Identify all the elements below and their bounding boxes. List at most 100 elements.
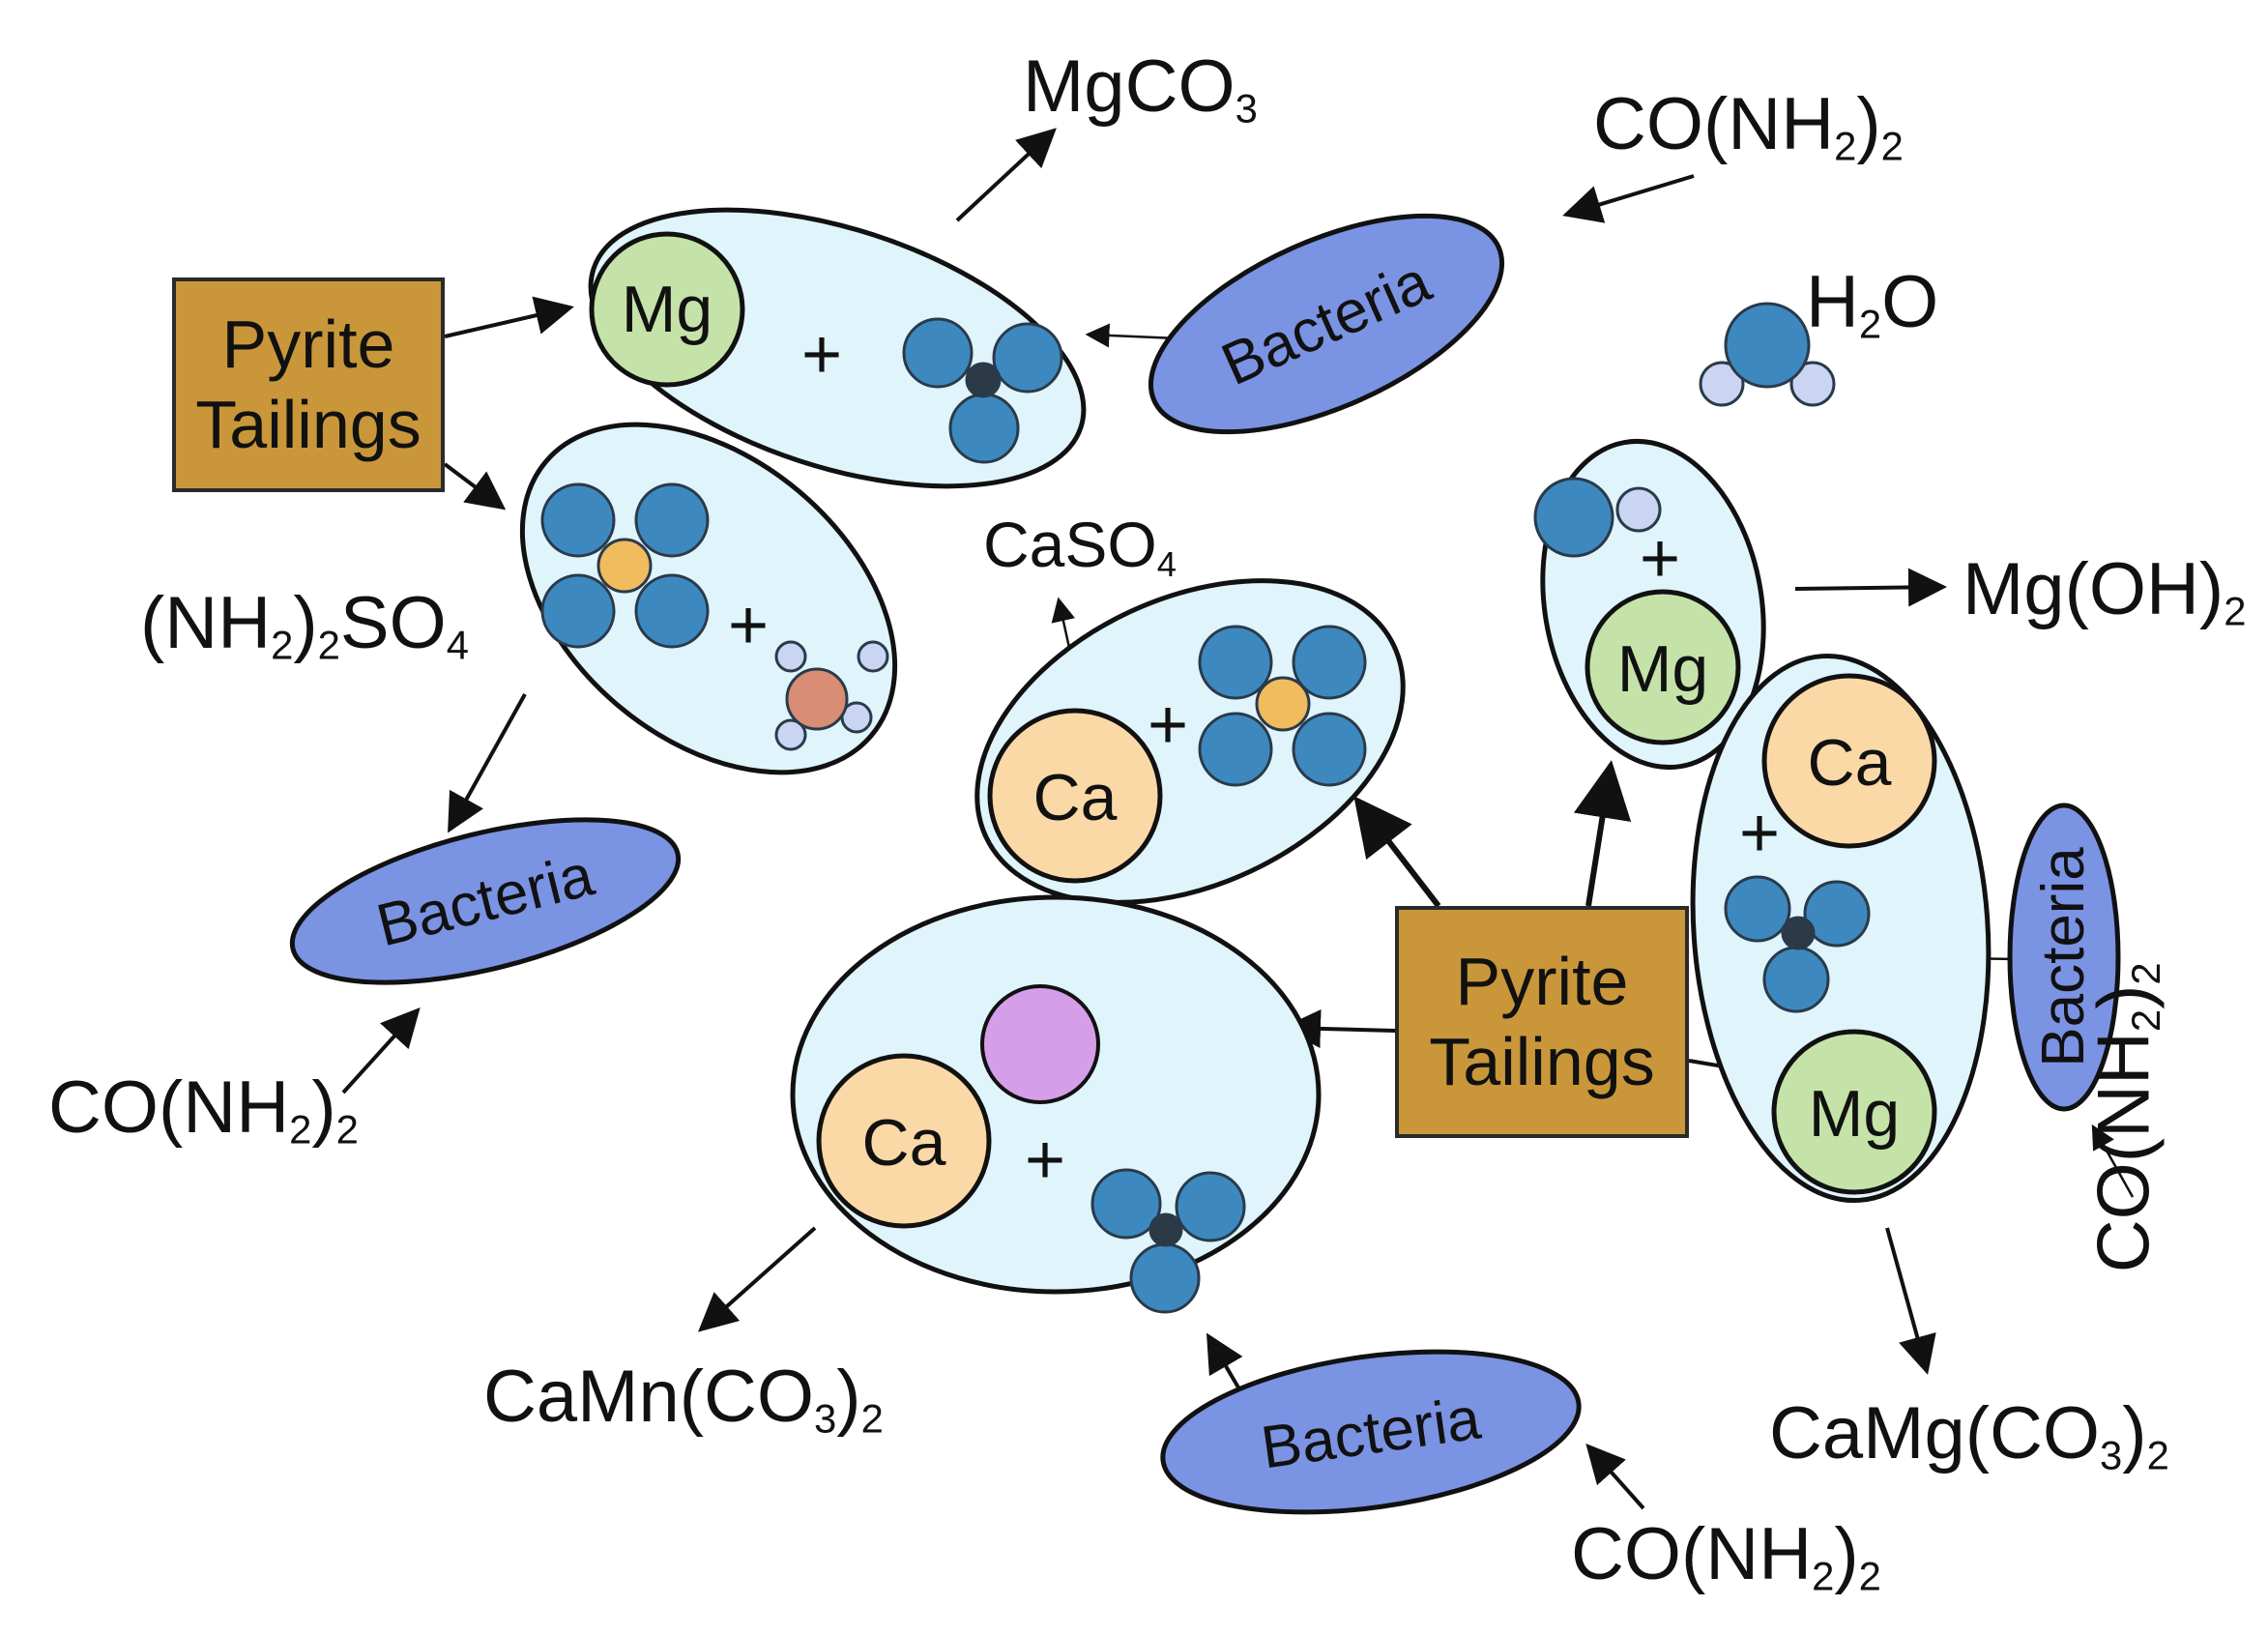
plus-sign: + — [1639, 520, 1681, 598]
arrow-to-camnco3 — [698, 1226, 817, 1332]
formula-text: ) — [2082, 984, 2166, 1009]
formula-text: ) — [2122, 1392, 2147, 1474]
carbonate-molecule-right — [1724, 875, 1871, 1013]
formula-text: CO(NH — [2082, 1032, 2166, 1273]
arrow-urea-to-bacteria-right — [2091, 1124, 2135, 1198]
formula-text: ) — [311, 1066, 336, 1149]
formula-subscript: 3 — [2100, 1432, 2123, 1478]
formula-text: CaMg(CO — [1769, 1392, 2101, 1474]
arrow-to-camgco3 — [1885, 1227, 1936, 1375]
caso4-label: CaSO4 — [983, 512, 1177, 582]
formula-subscript: 2 — [271, 622, 294, 668]
arrow-to-mgoh2 — [1794, 568, 1947, 607]
formula-text: ) — [293, 582, 318, 664]
plus-sign: + — [1738, 795, 1781, 872]
formula-subscript: 2 — [335, 1106, 359, 1153]
plus-sign: + — [1147, 686, 1189, 764]
mgco3-label: MgCO3 — [1023, 50, 1258, 130]
ca-atom-bottom — [816, 1053, 992, 1229]
camnco3-label: CaMn(CO3)2 — [483, 1360, 884, 1440]
ca-atom-middle — [987, 708, 1163, 884]
arrow-pyrite1-to-sulfate-cell — [443, 462, 507, 511]
formula-subscript: 4 — [1156, 544, 1177, 585]
formula-subscript: 2 — [1858, 301, 1882, 347]
urea-label-bottom: CO(NH2)2 — [1571, 1518, 1881, 1597]
arrow-pyrite1-to-mg-cell — [444, 296, 574, 338]
mgoh2-label: Mg(OH)2 — [1963, 553, 2246, 632]
formula-subscript: 2 — [2122, 962, 2168, 985]
formula-text: Mg(OH) — [1963, 548, 2224, 630]
bacteria-top — [1148, 213, 1505, 435]
formula-subscript: 2 — [860, 1395, 884, 1442]
arrow-pyrite2-to-ca-sulfate-cell — [1353, 796, 1441, 908]
formula-subscript: 3 — [814, 1395, 837, 1442]
formula-text: CO(NH — [48, 1066, 290, 1149]
formula-subscript: 2 — [1880, 123, 1904, 169]
carbonate-molecule-top — [902, 317, 1063, 464]
pyrite-tailings-line2: Tailings — [1429, 1024, 1655, 1099]
formula-text: CO(NH — [1593, 83, 1835, 165]
urea-label-top: CO(NH2)2 — [1593, 88, 1904, 167]
formula-text: (NH — [140, 582, 272, 664]
formula-text: O — [1881, 261, 1939, 343]
ca-symbol-right: Ca — [1807, 726, 1892, 800]
arrow-to-mgco3 — [955, 128, 1057, 222]
mg-symbol-top: Mg — [621, 273, 713, 346]
pyrite-tailings-box-top-left: Pyrite Tailings — [172, 277, 445, 492]
mg-atom-right — [1585, 589, 1741, 745]
formula-subscript: 2 — [317, 622, 340, 668]
pyrite-tailings-line2: Tailings — [195, 387, 422, 462]
formula-subscript: 2 — [1812, 1553, 1835, 1599]
plus-sign: + — [727, 587, 770, 664]
formula-text: CO(NH — [1571, 1513, 1813, 1595]
mg-atom-lower-right — [1771, 1029, 1937, 1195]
formula-text: CaSO — [983, 509, 1157, 580]
mg-symbol-right: Mg — [1616, 632, 1709, 706]
mg-symbol-lower-right: Mg — [1808, 1077, 1901, 1151]
formula-text: ) — [1834, 1513, 1859, 1595]
plus-sign: + — [1024, 1122, 1066, 1199]
plus-sign: + — [800, 316, 843, 394]
pyrite-tailings-box-center: Pyrite Tailings — [1395, 906, 1689, 1138]
urea-label-right: CO(NH2)2 — [2082, 944, 2168, 1292]
arrow-urea-to-bacteria-top — [1562, 174, 1695, 223]
ca-atom-right — [1761, 673, 1937, 849]
formula-text: H — [1806, 261, 1859, 343]
formula-text: ) — [836, 1356, 861, 1438]
formula-text: CaMn(CO — [483, 1356, 815, 1438]
ca-symbol-bottom: Ca — [861, 1106, 946, 1180]
pyrite-tailings-line1: Pyrite — [1455, 944, 1629, 1020]
formula-subscript: 2 — [1858, 1553, 1881, 1599]
sulfate-molecule-left — [540, 482, 710, 649]
bacteria-left — [289, 817, 682, 985]
h2o-label: H2O — [1806, 266, 1938, 345]
hydroxide-molecule — [1533, 477, 1662, 558]
arrow-bacteria-to-mg-cell — [1085, 323, 1178, 348]
urea-label-left: CO(NH2)2 — [48, 1071, 359, 1151]
formula-text: MgCO — [1023, 45, 1236, 128]
ca-symbol-middle: Ca — [1032, 761, 1118, 834]
arrow-pyrite2-to-mg-hydroxide-cell — [1573, 760, 1632, 907]
pyrite-tailings-line1: Pyrite — [221, 307, 395, 383]
mn-atom — [980, 984, 1100, 1104]
formula-subscript: 3 — [1235, 85, 1258, 131]
formula-subscript: 2 — [2224, 588, 2247, 634]
arrow-urea-to-bacteria-left — [341, 1007, 421, 1095]
formula-subscript: 4 — [446, 622, 469, 668]
bacteria-bottom — [1160, 1349, 1582, 1515]
ammonium-sulfate-label: (NH2)2SO4 — [140, 587, 469, 666]
ammonium-molecule — [774, 640, 889, 751]
mg-atom-top — [589, 231, 745, 388]
formula-text: ) — [1856, 83, 1881, 165]
camgco3-label: CaMg(CO3)2 — [1769, 1397, 2169, 1476]
formula-subscript: 2 — [2146, 1432, 2169, 1478]
carbonate-molecule-bottom — [1090, 1168, 1246, 1314]
arrow-sulfate-cell-to-bacteria-left — [448, 693, 527, 833]
formula-subscript: 2 — [289, 1106, 312, 1153]
formula-subscript: 2 — [2122, 1008, 2168, 1033]
sulfate-molecule-middle — [1198, 625, 1367, 787]
formula-text: SO — [339, 582, 447, 664]
arrow-bacteria-bottom-to-mn-cell — [1206, 1332, 1244, 1396]
formula-subscript: 2 — [1834, 123, 1857, 169]
